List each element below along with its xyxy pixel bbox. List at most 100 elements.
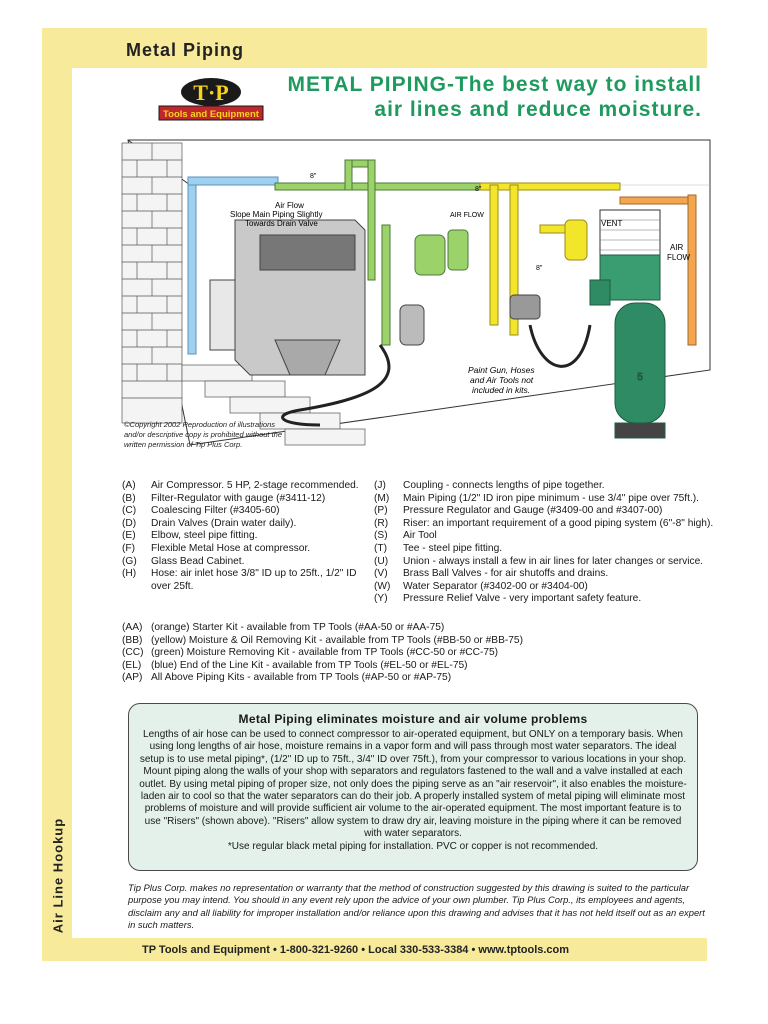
label-air-flow: Air Flow: [275, 201, 304, 210]
label-air-flow-3b: FLOW: [667, 253, 691, 262]
legend-item-text: Tee - steel pipe fitting.: [403, 542, 503, 554]
footer-contact: TP Tools and Equipment • 1-800-321-9260 …: [142, 944, 570, 956]
label-air-flow-2: AIR FLOW: [450, 212, 484, 219]
kit-item-text: (green) Moisture Removing Kit - availabl…: [151, 647, 499, 659]
note-line-3: included in kits.: [472, 385, 530, 395]
air-hose-2: [528, 324, 592, 368]
legend-item: (S) Air Tool: [374, 530, 734, 543]
legend-right: (J) Coupling - connects lengths of pipe t…: [374, 480, 734, 606]
legend-item-text: Union - always install a few in air line…: [403, 555, 704, 567]
compressor-number: 5: [637, 372, 643, 383]
label-vent: VENT: [601, 219, 622, 228]
legend-item-key: (H): [122, 568, 137, 580]
label-dim-2: 8": [475, 186, 482, 193]
kit-item-key: (AA): [122, 622, 143, 633]
note-line-1: Paint Gun, Hoses: [468, 365, 535, 375]
legend-left: (A) Air Compressor. 5 HP, 2-stage recomme…: [122, 480, 362, 593]
legend-item: (E) Elbow, steel pipe fitting.: [122, 530, 362, 543]
side-tab-label: Air Line Hookup: [50, 817, 66, 934]
legend-item: (Y) Pressure Relief Valve - very importan…: [374, 593, 734, 606]
legend-item: (T) Tee - steel pipe fitting.: [374, 543, 734, 556]
legend-item-key: (G): [122, 555, 137, 567]
legend-item: (C) Coalescing Filter (#3405-60): [122, 505, 362, 518]
legend-item-key: (P): [374, 505, 388, 517]
kit-item-text: All Above Piping Kits - available from T…: [151, 672, 452, 684]
label-slope-1: Slope Main Piping Slightly: [230, 210, 323, 219]
legend-item-text: Elbow, steel pipe fitting.: [151, 530, 258, 542]
legend-item-text: Filter-Regulator with gauge (#3411-12): [151, 492, 326, 504]
legend-item: (J) Coupling - connects lengths of pipe t…: [374, 480, 734, 493]
kit-item-key: (AP): [122, 672, 143, 684]
kit-item: (AP) All Above Piping Kits - available fr…: [122, 672, 642, 685]
legend-item-text: Glass Bead Cabinet.: [151, 555, 245, 567]
legend-item-text: Pressure Regulator and Gauge (#3409-00 a…: [403, 505, 663, 517]
legend-item: (R)Riser: an important requirement of a …: [374, 518, 734, 531]
note-line-2: and Air Tools not: [470, 375, 534, 385]
disclaimer: Tip Plus Corp. makes no representation o…: [128, 882, 705, 931]
legend-item-text: Flexible Metal Hose at compressor.: [151, 542, 311, 554]
yellow-pipe: [479, 182, 621, 336]
legend-item-key: (R): [374, 517, 389, 529]
kit-item-text: (yellow) Moisture & Oil Removing Kit - a…: [151, 634, 523, 646]
legend-item: (W) Water Separator (#3402-00 or #3404-00…: [374, 581, 734, 594]
kit-item: (EL) (blue) End of the Line Kit - availab…: [122, 660, 642, 673]
copyright-note: ©Copyright 2002 Reproduction of illustra…: [124, 420, 283, 449]
kits-list: (AA) (orange) Starter Kit - available fro…: [122, 622, 642, 685]
legend-item-key: (A): [122, 480, 136, 491]
header-band: Metal Piping: [42, 28, 707, 68]
legend-item-key: (T): [374, 542, 388, 554]
label-air-flow-3a: AIR: [670, 243, 684, 252]
blue-pipe: [187, 176, 279, 355]
legend-item-text: Hose: air inlet hose 3/8" ID up to 25ft.…: [151, 568, 357, 592]
kit-item-text: (blue) End of the Line Kit - available f…: [151, 659, 468, 671]
headline: METAL PIPING-The best way to install air…: [287, 73, 702, 121]
legend-item-text: Brass Ball Valves - for air shutoffs and…: [403, 568, 609, 580]
label-dim-1: 8": [310, 173, 317, 180]
paint-gun: [399, 304, 425, 346]
kit-item: (BB) (yellow) Moisture & Oil Removing Kit…: [122, 635, 642, 648]
orange-pipe: [619, 194, 697, 346]
legend-item: (P) Pressure Regulator and Gauge (#3409-0…: [374, 505, 734, 518]
kit-item-key: (EL): [122, 659, 142, 671]
kit-item-text: (orange) Starter Kit - available from TP…: [151, 622, 445, 633]
legend-item: (G) Glass Bead Cabinet.: [122, 556, 362, 569]
legend-item-key: (V): [374, 568, 388, 580]
legend-item-key: (C): [122, 505, 137, 517]
legend-item-text: Water Separator (#3402-00 or #3404-00): [403, 580, 588, 592]
footer-band: TP Tools and Equipment • 1-800-321-9260 …: [72, 938, 707, 961]
legend-item-key: (W): [374, 580, 391, 592]
brick-wall: [121, 142, 183, 424]
legend-item: (A) Air Compressor. 5 HP, 2-stage recomme…: [122, 480, 362, 493]
legend-item: (B)Filter-Regulator with gauge (#3411-12…: [122, 493, 362, 506]
legend-item-key: (S): [374, 530, 388, 542]
logo-sub: Tools and Equipment: [163, 109, 260, 120]
tp-logo: T·P Tools and Equipment: [157, 76, 265, 124]
legend-item-key: (M): [374, 492, 390, 504]
kit-item: (CC) (green) Moisture Removing Kit - avai…: [122, 647, 642, 660]
legend-item: (F) Flexible Metal Hose at compressor.: [122, 543, 362, 556]
kit-item-key: (CC): [122, 647, 144, 659]
logo-mark: T·P: [193, 80, 228, 105]
legend-item-key: (D): [122, 517, 137, 529]
label-dim-3: 8": [536, 265, 543, 272]
legend-item-key: (U): [374, 555, 389, 567]
section-title: Metal Piping: [126, 40, 245, 60]
kit-item-key: (BB): [122, 634, 143, 646]
legend-item-text: Air Compressor. 5 HP, 2-stage recommende…: [151, 480, 359, 491]
legend-item-text: Pressure Relief Valve - very important s…: [403, 593, 642, 605]
glass-bead-cabinet: [209, 219, 366, 376]
legend-item-key: (E): [122, 530, 136, 542]
legend-item-key: (F): [122, 542, 136, 554]
legend-item-text: Coalescing Filter (#3405-60): [151, 505, 280, 517]
legend-item-key: (Y): [374, 593, 388, 605]
green-pipe: [274, 159, 481, 346]
side-tab: Air Line Hookup: [42, 68, 72, 961]
air-tool: [509, 294, 541, 320]
info-box: Metal Piping eliminates moisture and air…: [128, 703, 698, 871]
legend-item-text: Air Tool: [403, 530, 437, 542]
vent: [599, 209, 661, 261]
info-box-body: Lengths of air hose can be used to conne…: [139, 729, 687, 840]
legend-item-text: Coupling - connects lengths of pipe toge…: [403, 480, 605, 491]
legend-item: (M)Main Piping (1/2" ID iron pipe minimu…: [374, 493, 734, 506]
legend-item-key: (J): [374, 480, 386, 491]
